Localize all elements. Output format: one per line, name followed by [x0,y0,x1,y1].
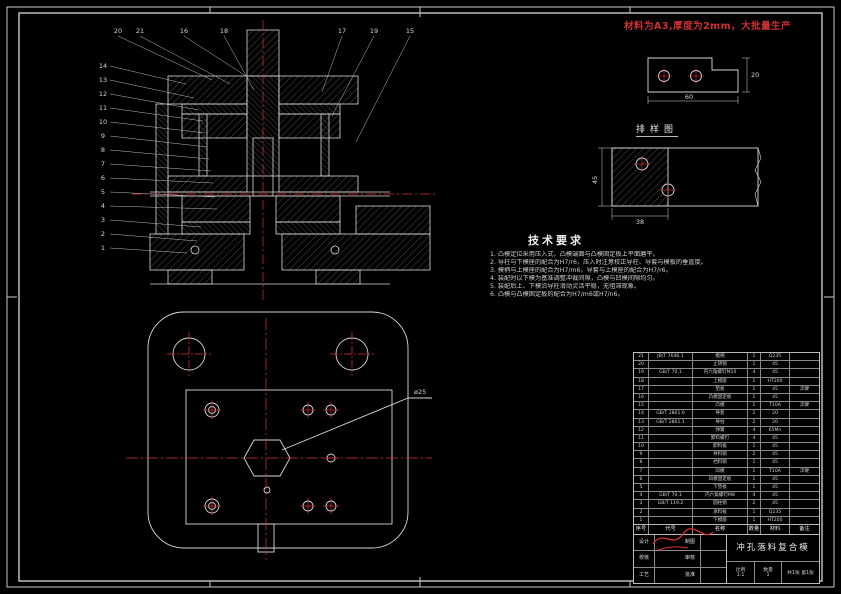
sheet-value: 共1张 第1张 [787,570,814,576]
qty-label: 数量 [763,568,773,574]
balloon-label: 16 [180,27,188,35]
titleblock-info: 比例 1:1 数量 1 共1张 第1张 [727,561,819,583]
titleblock-fields: 设计 制图 校核 审核 工艺 批准 [634,534,727,583]
parts-list-rows: 21 JB/T 7646.1 模柄 1 Q235 20 止转销 1 45 19 … [634,353,819,524]
tech-requirement-line: 1. 凸模定位采用压入式，凸模端面与凸模固定板上平面磨平。 [490,251,659,258]
balloon-label: 10 [99,118,107,126]
qty-cell: 数量 1 [754,561,781,583]
table-row: 20 止转销 1 45 [634,360,819,369]
balloon-label: 14 [99,62,107,70]
tech-requirement-line: 6. 凸模与凸模固定板的配合为H7/m6或H7/n6。 [490,291,624,299]
titleblock-field: 校核 [634,550,680,567]
qty-value: 1 [766,573,770,579]
balloon-label: 18 [220,27,228,35]
table-row: 1 下模座 1 HT200 [634,515,819,524]
section-centerlines [132,20,436,302]
table-row: 21 JB/T 7646.1 模柄 1 Q235 [634,353,819,361]
table-row: 8 挡料销 1 45 [634,458,819,467]
table-row: 16 凸模固定板 1 45 [634,392,819,402]
titleblock-field: 设计 [634,534,680,551]
sheet-border [6,6,835,588]
table-row: 7 凹模 1 T10A 淬硬 [634,466,819,475]
technical-requirements-title: 技术要求 [528,234,584,247]
table-header: 序号 代号 名称 数量 材料 备注 [634,523,819,534]
table-row: 5 下垫板 1 45 [634,483,819,492]
balloon-label: 19 [370,27,378,35]
balloon-label: 9 [101,132,105,140]
workpiece-centerlines [656,68,704,84]
technical-requirements-list: 1. 凸模定位采用压入式，凸模端面与凸模固定板上平面磨平。2. 导柱与下模座的配… [490,251,825,299]
balloon-label: 7 [101,160,105,168]
titleblock-field: 批准 [680,566,726,583]
workpiece-view [647,57,750,104]
tech-requirement-line: 2. 导柱与下模座的配合为H7/r6，压入时注意校正导柱、导套与模板的垂直度。 [490,259,707,267]
table-row: 9 导料销 2 45 [634,450,819,459]
header-name: 名称 [692,524,747,534]
table-row: 17 垫板 1 45 淬硬 [634,384,819,393]
header-qty: 数量 [747,524,760,534]
titleblock: 设计 制图 校核 审核 工艺 批准 冲孔落料复合模 比例 1:1 [634,533,819,583]
tech-requirement-line: 3. 模柄与上模座的配合为H7/m6，导套与上模座的配合为H7/r6。 [490,267,672,275]
balloon-label: 11 [99,104,107,112]
table-row: 15 凸模 1 T10A 淬硬 [634,401,819,410]
scale-label: 比例 [735,568,746,574]
drawing-title: 冲孔落料复合模 [727,535,819,562]
titleblock-field: 制图 [680,534,726,551]
balloon-label: 12 [99,90,107,98]
plan-view [147,311,432,553]
tech-requirement-line: 4. 装配时以下模为基准调整冲裁间隙，凸模与凹模间隙均匀。 [490,275,659,283]
table-row: 13 GB/T 2861.1 导柱 2 20 [634,417,819,426]
table-row: 4 GB/T 70.1 内六角螺钉M8 4 45 [634,491,819,500]
workpiece-width-dimension: 60 [685,93,693,101]
balloon-label: 3 [101,216,105,224]
table-row: 11 卸料螺钉 4 45 [634,433,819,443]
titleblock-right: 冲孔落料复合模 比例 1:1 数量 1 共1张 第1张 [727,535,819,583]
strip-layout-caption: 排样图 [636,122,679,137]
table-row: 6 凹模固定板 1 45 [634,474,819,483]
balloon-label: 5 [101,188,105,196]
balloon-label: 21 [136,27,144,35]
section-view [149,29,431,285]
strip-layout-view [598,147,762,220]
balloon-label: 17 [338,27,346,35]
table-row: 10 卸料板 1 45 [634,442,819,451]
scale-value: 1:1 [736,573,745,579]
center-hole-dimension: ø25 [414,388,426,396]
plan-centerlines [126,318,432,560]
scale-cell: 比例 1:1 [727,562,754,583]
titleblock-field: 工艺 [634,566,680,583]
header-note: 备注 [789,524,819,534]
table-row: 12 弹簧 4 65Mn [634,425,819,434]
material-note: 材料为A3,厚度为2mm，大批量生产 [624,21,791,32]
balloon-label: 4 [101,202,105,210]
sheet-cell: 共1张 第1张 [781,561,819,583]
balloon-labels: 14 13 12 11 10 9 8 7 6 5 4 3 2 1 20 21 1… [99,27,414,252]
strip-height-dimension: 45 [591,176,599,184]
table-row: 19 GB/T 70.1 内六角螺钉M10 4 45 [634,368,819,377]
balloon-label: 1 [101,244,105,252]
table-row: 18 上模座 1 HT200 [634,376,819,385]
header-code: 代号 [648,524,692,534]
balloon-label: 20 [114,27,122,35]
titleblock-field: 审核 [680,550,726,567]
strip-centerlines [634,156,676,198]
parts-list-and-titleblock: 21 JB/T 7646.1 模柄 1 Q235 20 止转销 1 45 19 … [633,352,820,584]
balloon-label: 8 [101,146,105,154]
workpiece-height-dimension: 20 [751,71,759,79]
balloon-label: 2 [101,230,105,238]
table-row: 14 GB/T 2861.6 导套 2 20 [634,409,819,418]
tech-requirement-line: 5. 装配后上、下模沿导柱滑动灵活平稳，无阻滞现象。 [490,283,641,291]
technical-requirements: 技术要求 1. 凸模定位采用压入式，凸模端面与凸模固定板上平面磨平。2. 导柱与… [490,232,825,299]
header-material: 材料 [760,524,789,534]
table-row: 2 承料板 1 Q235 [634,507,819,516]
strip-pitch-dimension: 38 [636,218,644,226]
balloon-label: 6 [101,174,105,182]
balloon-label: 15 [406,27,414,35]
balloon-label: 13 [99,76,107,84]
header-no: 序号 [635,525,647,532]
table-row: 3 GB/T 119.2 圆柱销 2 45 [634,499,819,508]
balloon-leaders [109,35,411,254]
